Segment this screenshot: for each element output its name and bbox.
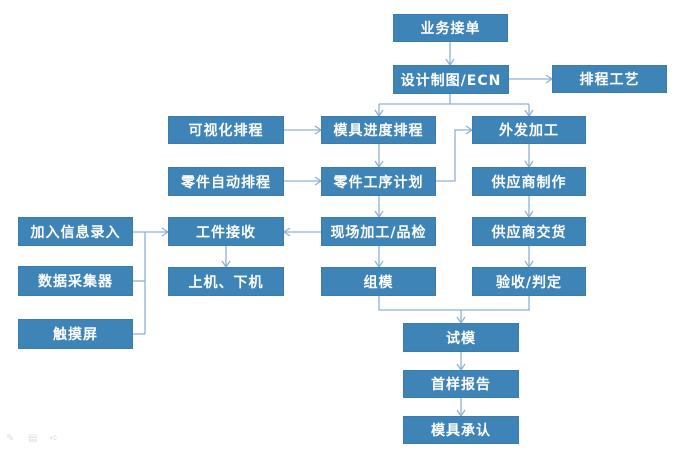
- pen-icon[interactable]: ✎: [6, 433, 15, 444]
- node-supplier-make: 供应商制作: [472, 167, 586, 196]
- menu-icon[interactable]: ▤: [28, 433, 38, 444]
- link-merge-trial: [378, 296, 530, 311]
- node-inspect-judge: 验收/判定: [472, 267, 586, 296]
- slideshow-toolbar: ✎ ▤ ➪: [6, 434, 62, 444]
- node-info-entry: 加入信息录入: [18, 217, 133, 246]
- node-data-collector: 数据采集器: [18, 266, 133, 296]
- node-first-sample: 首样报告: [403, 370, 519, 398]
- link-part-outsource: [436, 129, 472, 182]
- node-outsource: 外发加工: [472, 116, 586, 144]
- node-design-ecn: 设计制图/ECN: [393, 65, 509, 94]
- node-visual-schedule: 可视化排程: [168, 116, 284, 144]
- node-assembly: 组模: [321, 267, 436, 296]
- node-process-schedule: 排程工艺: [552, 65, 667, 93]
- node-business-order: 业务接单: [393, 14, 508, 42]
- node-workpiece-receive: 工件接收: [168, 217, 284, 246]
- node-part-process-plan: 零件工序计划: [321, 167, 436, 196]
- node-touchscreen: 触摸屏: [18, 319, 133, 349]
- node-part-auto-schedule: 零件自动排程: [168, 167, 284, 196]
- node-onsite-qc: 现场加工/品检: [321, 217, 436, 246]
- next-arrow-icon[interactable]: ➪: [50, 433, 59, 444]
- node-load-unload: 上机、下机: [168, 267, 284, 296]
- node-trial-mold: 试模: [403, 323, 519, 352]
- node-supplier-deliver: 供应商交货: [472, 217, 586, 246]
- node-mold-progress: 模具进度排程: [321, 116, 436, 144]
- node-mold-approval: 模具承认: [403, 416, 519, 444]
